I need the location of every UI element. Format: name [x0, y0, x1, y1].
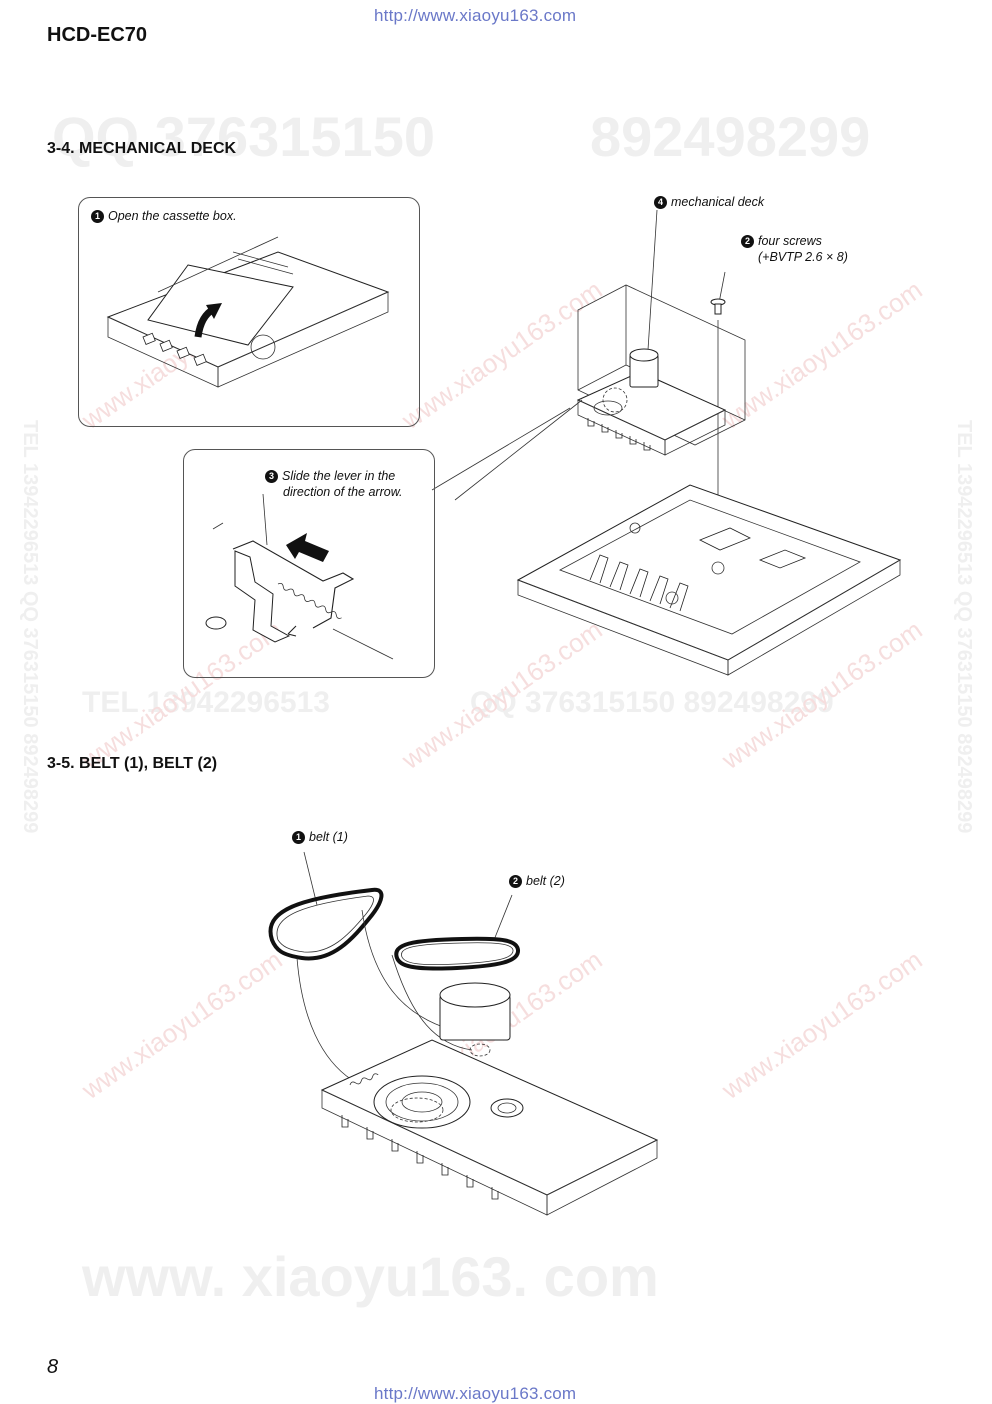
page-number: 8: [47, 1356, 59, 1378]
cassette-box-drawing: [106, 236, 390, 388]
belt2-text: belt (2): [526, 874, 565, 888]
svg-text:TEL 13942296513: TEL 13942296513: [82, 686, 330, 719]
step3-illustration-box: [183, 449, 435, 678]
step4-text: mechanical deck: [671, 195, 765, 209]
svg-text:www. xiaoyu163. com: www. xiaoyu163. com: [81, 1245, 659, 1308]
step1-number: 1: [91, 210, 104, 223]
header-url[interactable]: http://www.xiaoyu163.com: [374, 6, 577, 25]
step4-callout: 4 mechanical deck: [654, 194, 764, 210]
step2-text-line1: four screws: [758, 234, 822, 248]
step1-text: Open the cassette box.: [108, 209, 237, 223]
belt1-text: belt (1): [309, 830, 348, 844]
section-34-title: 3-4. MECHANICAL DECK: [47, 140, 237, 157]
svg-text:TEL 13942296513 QQ 376315150: TEL 13942296513 QQ 376315150 892498299: [953, 420, 975, 833]
svg-text:892498299: 892498299: [590, 105, 870, 168]
mechanical-deck-drawing: [431, 209, 902, 676]
belt2-callout: 2 belt (2): [509, 873, 565, 889]
step2-callout: 2 four screws: [741, 233, 822, 249]
footer-url[interactable]: http://www.xiaoyu163.com: [374, 1384, 577, 1403]
svg-text:TEL 13942296513 QQ 376315150: TEL 13942296513 QQ 376315150 892498299: [19, 420, 41, 833]
belt1-number: 1: [292, 831, 305, 844]
step2-text-line2: (+BVTP 2.6 × 8): [758, 250, 848, 264]
belt1-callout: 1 belt (1): [292, 829, 348, 845]
step3-callout: 3 Slide the lever in the: [265, 468, 395, 484]
step4-number: 4: [654, 196, 667, 209]
step3-text-line2: direction of the arrow.: [283, 485, 403, 499]
svg-text:www.xiaoyu163.com: www.xiaoyu163.com: [715, 944, 927, 1105]
step1-illustration-box: [78, 197, 420, 427]
model-number: HCD-EC70: [47, 24, 148, 46]
svg-text:www.xiaoyu163.com: www.xiaoyu163.com: [75, 944, 287, 1105]
svg-text:QQ 376315150 892498299: QQ 376315150 892498299: [470, 686, 834, 719]
step3-text-line1: Slide the lever in the: [282, 469, 396, 483]
step2-number: 2: [741, 235, 754, 248]
lever-drawing: [205, 493, 394, 660]
section-35-title: 3-5. BELT (1), BELT (2): [47, 755, 218, 772]
belt2-number: 2: [509, 875, 522, 888]
belt-drawing: [268, 851, 659, 1216]
step3-number: 3: [265, 470, 278, 483]
svg-text:QQ 376315150: QQ 376315150: [52, 105, 435, 168]
step1-callout: 1 Open the cassette box.: [91, 208, 237, 224]
